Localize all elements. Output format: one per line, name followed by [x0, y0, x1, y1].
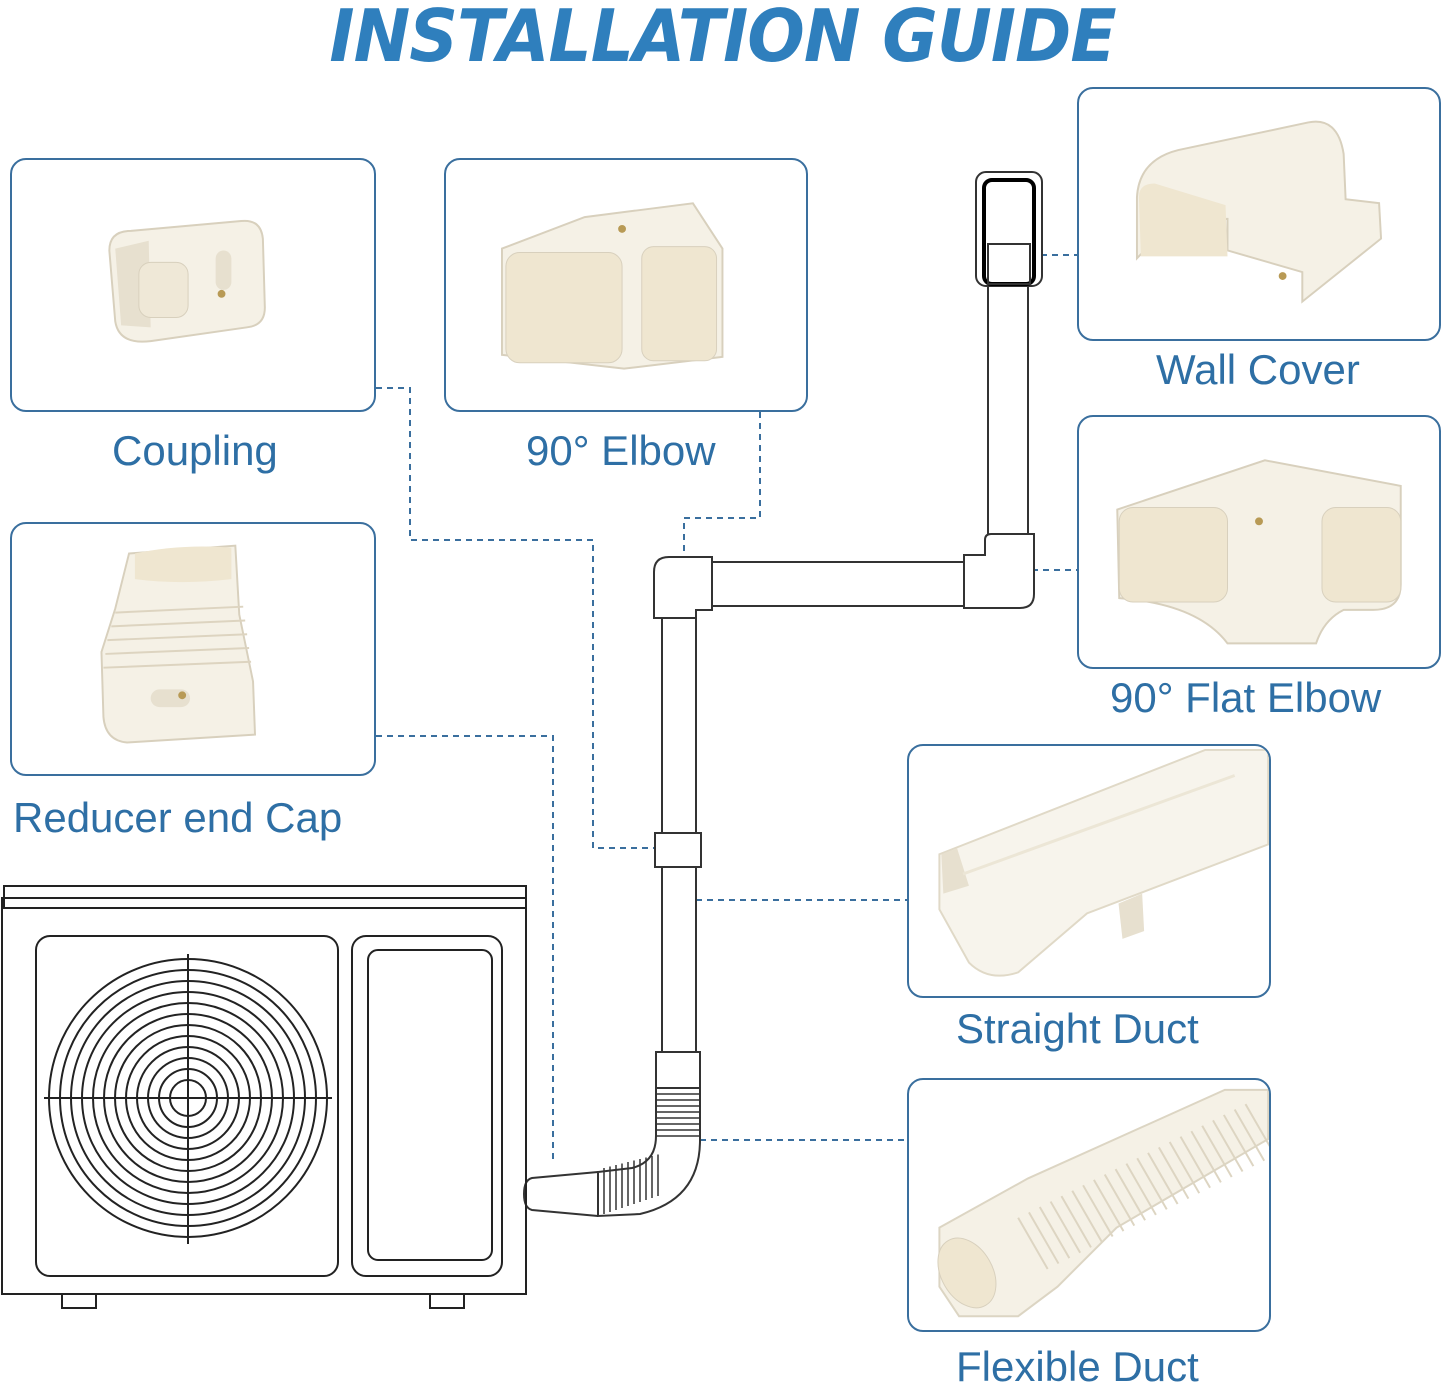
label-flat-elbow-90: 90° Flat Elbow: [1110, 674, 1382, 721]
leader-elbow-90: [683, 412, 761, 558]
flex-card-rib: [1136, 1157, 1168, 1210]
coupling-on-duct: [654, 832, 702, 868]
straight-duct-icon: [938, 748, 1269, 977]
label-wall-cover: Wall Cover: [1156, 346, 1360, 393]
flex-card-rib: [1190, 1130, 1222, 1183]
flex-card-rib: [1147, 1152, 1179, 1205]
flex-card-rib: [1158, 1146, 1190, 1200]
part-card-straight-duct: [907, 744, 1271, 998]
ac-side-panel-outer: [351, 935, 503, 1277]
flexible-duct-icon: [937, 1088, 1269, 1318]
flat-elbow-shape: [963, 533, 1035, 609]
flex-card-rib: [1233, 1109, 1266, 1162]
flex-card-rib: [1125, 1163, 1157, 1216]
ac-foot-left: [61, 1293, 97, 1309]
wall-cover-icon: [1135, 120, 1383, 304]
wall-cover-opening: [987, 243, 1031, 285]
flex-card-rib: [1028, 1211, 1060, 1265]
part-card-reducer-end-cap: [10, 522, 376, 776]
part-card-flat-elbow-90: [1077, 415, 1441, 669]
flex-card-rib: [1212, 1119, 1244, 1173]
flat-elbow-icon: [1116, 459, 1402, 645]
duct-run: [653, 171, 1043, 1089]
flex-card-rib: [1049, 1201, 1081, 1254]
elbow-90-icon: [501, 202, 724, 370]
ac-body: [1, 897, 527, 1295]
label-flexible-duct: Flexible Duct: [956, 1343, 1199, 1390]
part-card-elbow-90: [444, 158, 808, 412]
label-straight-duct: Straight Duct: [956, 1005, 1199, 1052]
flexible-duct-bend: [522, 1088, 701, 1218]
flex-card-rib: [1179, 1136, 1211, 1189]
coupling-icon: [108, 219, 266, 343]
label-coupling: Coupling: [112, 427, 278, 474]
outdoor-ac-unit-icon: [1, 885, 527, 1309]
upper-vertical-duct: [987, 285, 1029, 539]
part-card-coupling: [10, 158, 376, 412]
ac-side-panel-inner: [367, 949, 493, 1261]
flex-card-rib: [1222, 1114, 1255, 1167]
leader-lines: [376, 254, 1077, 1163]
leader-reducer-end-cap: [376, 735, 554, 1163]
reducer-top: [655, 1051, 701, 1089]
part-card-flexible-duct: [907, 1078, 1271, 1332]
label-elbow-90: 90° Elbow: [526, 427, 716, 474]
flex-card-rib: [1071, 1190, 1103, 1243]
elbow-90-shape: [653, 556, 713, 619]
flex-card-rib: [1114, 1168, 1146, 1221]
flex-card-rib: [1201, 1125, 1233, 1178]
ac-fan-panel: [35, 935, 339, 1277]
leader-coupling: [376, 387, 657, 849]
flex-card-rib: [1038, 1206, 1071, 1259]
flexible-duct-ribs: [603, 1093, 700, 1214]
label-reducer-end-cap: Reducer end Cap: [13, 794, 343, 841]
flex-card-rib: [1103, 1173, 1136, 1227]
flex-card-rib: [1093, 1179, 1125, 1232]
page-title: INSTALLATION GUIDE: [329, 0, 1116, 78]
flex-card-rib: [1082, 1184, 1114, 1237]
horizontal-straight-duct: [711, 561, 967, 607]
flex-card-rib: [1168, 1141, 1201, 1194]
flex-card-rib: [1060, 1195, 1092, 1248]
flex-card-rib: [1244, 1103, 1269, 1147]
part-card-wall-cover: [1077, 87, 1441, 341]
ac-foot-right: [429, 1293, 465, 1309]
flex-card-rib: [1017, 1217, 1049, 1270]
reducer-end-cap-icon: [100, 544, 257, 744]
